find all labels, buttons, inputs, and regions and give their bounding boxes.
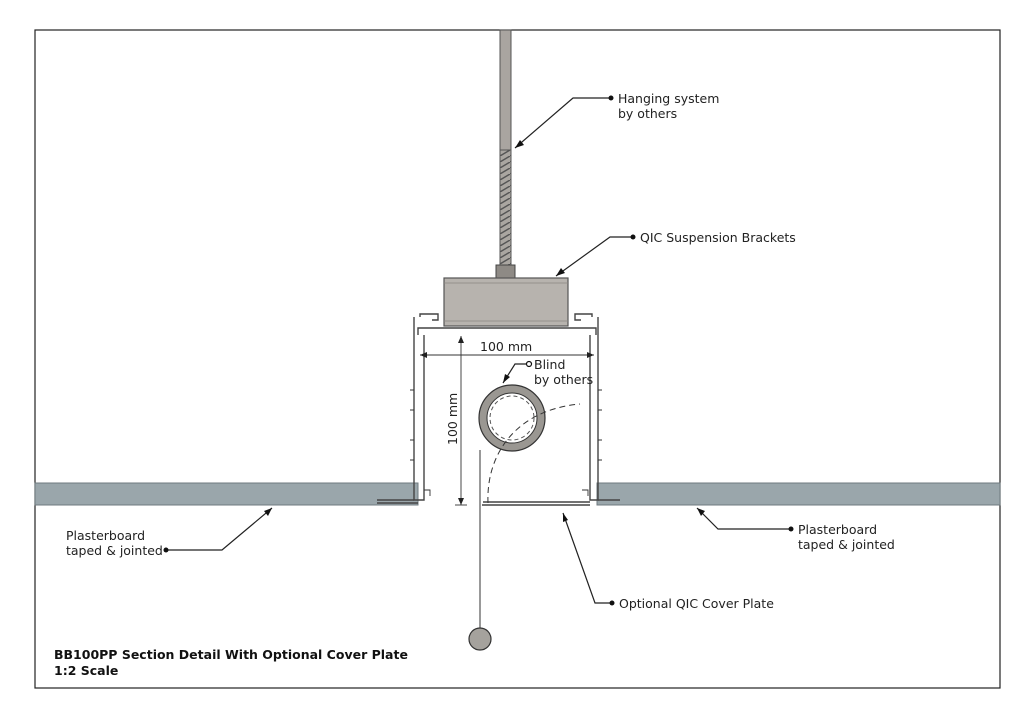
cover-plate <box>482 501 590 506</box>
blind-label-line1: Blind <box>534 357 565 372</box>
hanging-system-leader <box>514 95 614 149</box>
brackets-label: QIC Suspension Brackets <box>640 230 796 245</box>
suspension-bracket <box>443 277 569 327</box>
cover-plate-label: Optional QIC Cover Plate <box>619 596 774 611</box>
cover-plate-leader <box>562 512 615 606</box>
drawing-title: BB100PP Section Detail With Optional Cov… <box>54 647 408 662</box>
plasterboard-left-label-line2: taped & jointed <box>66 543 163 558</box>
plasterboard-left-label-line1: Plasterboard <box>66 528 145 543</box>
hanging-system-label-line2: by others <box>618 106 677 121</box>
blind-leader <box>502 360 533 384</box>
hanging-system-label-line1: Hanging system <box>618 91 719 106</box>
height-dimension-label: 100 mm <box>445 393 460 445</box>
width-dimension-label: 100 mm <box>480 339 532 354</box>
blind-label-line2: by others <box>534 372 593 387</box>
plasterboard-right-label-line2: taped & jointed <box>798 537 895 552</box>
plasterboard-left-leader <box>163 507 273 553</box>
channel-profile <box>377 313 620 504</box>
plasterboard-right-label-line1: Plasterboard <box>798 522 877 537</box>
blind-tube <box>478 384 546 452</box>
drawing-scale: 1:2 Scale <box>54 663 118 678</box>
width-dimension <box>420 352 594 358</box>
plasterboard-right <box>596 482 1001 506</box>
drawing-frame <box>34 29 1001 689</box>
plasterboard-left <box>34 482 419 506</box>
brackets-leader <box>555 234 636 277</box>
blind-swing-arc <box>487 403 581 504</box>
pull-cord <box>468 450 492 651</box>
hanging-rod <box>493 29 518 306</box>
height-dimension <box>455 336 467 506</box>
plasterboard-right-leader <box>696 507 794 532</box>
